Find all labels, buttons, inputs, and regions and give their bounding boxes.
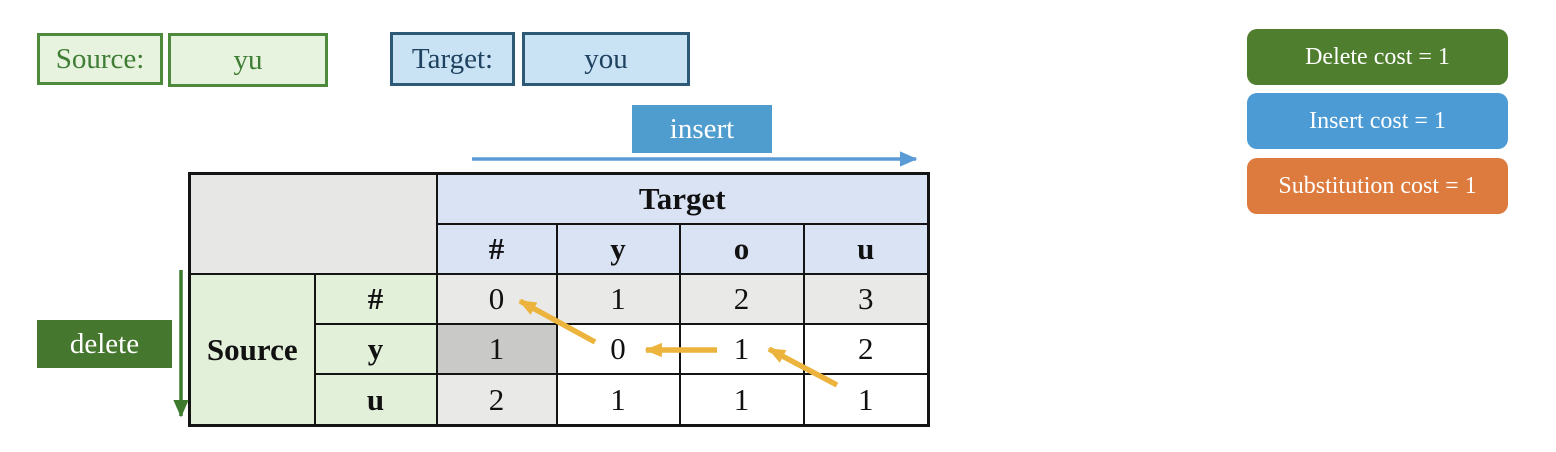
matrix-cell: 2 bbox=[678, 272, 805, 325]
source-char-cell: # bbox=[313, 272, 438, 325]
source-value-text: yu bbox=[233, 43, 263, 76]
matrix-cell: 1 bbox=[555, 372, 681, 427]
legend-substitution-cost-text: Substitution cost = 1 bbox=[1278, 172, 1477, 199]
matrix-cell: 1 bbox=[678, 322, 805, 375]
delete-op-text: delete bbox=[69, 327, 140, 360]
legend-insert-cost: Insert cost = 1 bbox=[1247, 93, 1508, 149]
matrix-cell: 0 bbox=[435, 272, 558, 325]
target-char-cell: o bbox=[678, 222, 805, 275]
matrix-cell: 3 bbox=[802, 272, 930, 325]
target-char-cell: u bbox=[802, 222, 930, 275]
source-label-box: Source: bbox=[37, 33, 163, 85]
insert-op-label: insert bbox=[632, 105, 772, 153]
target-header-cell: Target bbox=[435, 172, 930, 225]
source-header-cell: Source bbox=[188, 272, 316, 427]
legend-delete-cost: Delete cost = 1 bbox=[1247, 29, 1508, 85]
corner-cell bbox=[188, 172, 438, 275]
matrix-cell: 1 bbox=[678, 372, 805, 427]
matrix-cell: 2 bbox=[435, 372, 558, 427]
legend-delete-cost-text: Delete cost = 1 bbox=[1305, 43, 1450, 70]
source-char-cell: y bbox=[313, 322, 438, 375]
matrix-cell: 2 bbox=[802, 322, 930, 375]
insert-op-text: insert bbox=[669, 112, 735, 145]
source-value-box: yu bbox=[168, 33, 328, 87]
target-char-cell: # bbox=[435, 222, 558, 275]
target-label-text: Target: bbox=[411, 42, 494, 75]
matrix-cell: 1 bbox=[555, 272, 681, 325]
matrix-cell: 0 bbox=[555, 322, 681, 375]
legend-insert-cost-text: Insert cost = 1 bbox=[1309, 107, 1446, 134]
target-value-box: you bbox=[522, 32, 690, 86]
source-char-cell: u bbox=[313, 372, 438, 427]
target-value-text: you bbox=[584, 42, 628, 75]
source-label-text: Source: bbox=[55, 42, 145, 75]
legend-substitution-cost: Substitution cost = 1 bbox=[1247, 158, 1508, 214]
delete-op-label: delete bbox=[37, 320, 172, 368]
edit-distance-table: Target # y o u Source # 0 1 2 3 y 1 0 1 … bbox=[188, 172, 930, 427]
matrix-cell: 1 bbox=[802, 372, 930, 427]
matrix-cell-highlighted: 1 bbox=[435, 322, 558, 375]
target-char-cell: y bbox=[555, 222, 681, 275]
target-label-box: Target: bbox=[390, 32, 515, 86]
